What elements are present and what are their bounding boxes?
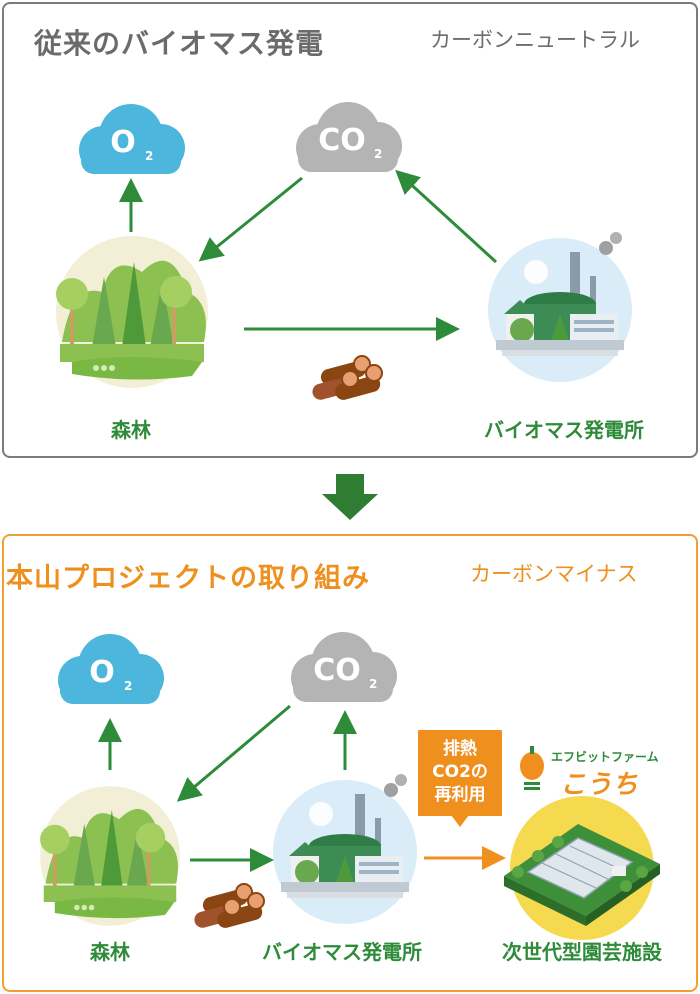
conventional-title: 従来のバイオマス発電 — [34, 27, 325, 60]
top-plant-illustration — [488, 232, 632, 382]
farm-logo-large-text: こうち — [560, 770, 639, 800]
co2-label: CO — [313, 653, 361, 688]
farm-logo-pepper-icon — [520, 746, 544, 790]
project-title: 本山プロジェクトの取り組み — [6, 563, 370, 594]
bottom-forest-label: 森林 — [90, 940, 130, 964]
top-forest-label: 森林 — [111, 418, 151, 442]
co2-label: CO — [318, 123, 366, 158]
o2-label: O — [110, 125, 136, 160]
top-co2-cloud: CO 2 — [296, 102, 402, 172]
callout-tail — [451, 815, 469, 827]
bottom-o2-cloud: O 2 — [58, 634, 164, 704]
conventional-subtitle: カーボンニュートラル — [430, 28, 640, 52]
arrow-co2-to-forest — [198, 176, 303, 262]
top-logs-illustration — [309, 355, 384, 403]
o2-subscript: 2 — [145, 149, 153, 163]
callout-line-1: 排熱 — [443, 739, 477, 759]
bottom-plant-label: バイオマス発電所 — [262, 940, 422, 964]
greenhouse-illustration — [504, 796, 660, 940]
arrow-bottom-co2-to-forest — [176, 704, 291, 802]
bottom-plant-illustration — [273, 774, 417, 924]
bottom-logs-illustration — [191, 883, 266, 931]
heat-co2-reuse-callout: 排熱 CO2の 再利用 — [418, 730, 502, 816]
arrow-plant-to-co2 — [395, 169, 498, 264]
bottom-forest-illustration — [40, 786, 180, 926]
top-o2-cloud: O 2 — [79, 104, 185, 174]
farm-logo-small-text: エフビットファーム — [551, 750, 659, 764]
bottom-co2-cloud: CO 2 — [291, 632, 397, 702]
callout-line-3: 再利用 — [434, 785, 486, 805]
top-plant-label: バイオマス発電所 — [484, 418, 644, 442]
callout-line-2: CO2の — [432, 762, 488, 782]
greenhouse-label: 次世代型園芸施設 — [502, 940, 662, 964]
top-forest-illustration — [56, 236, 208, 388]
transition-down-arrow — [322, 474, 378, 520]
project-subtitle: カーボンマイナス — [470, 562, 638, 586]
o2-label: O — [89, 655, 115, 690]
o2-subscript: 2 — [124, 679, 132, 693]
co2-subscript: 2 — [374, 147, 382, 161]
co2-subscript: 2 — [369, 677, 377, 691]
